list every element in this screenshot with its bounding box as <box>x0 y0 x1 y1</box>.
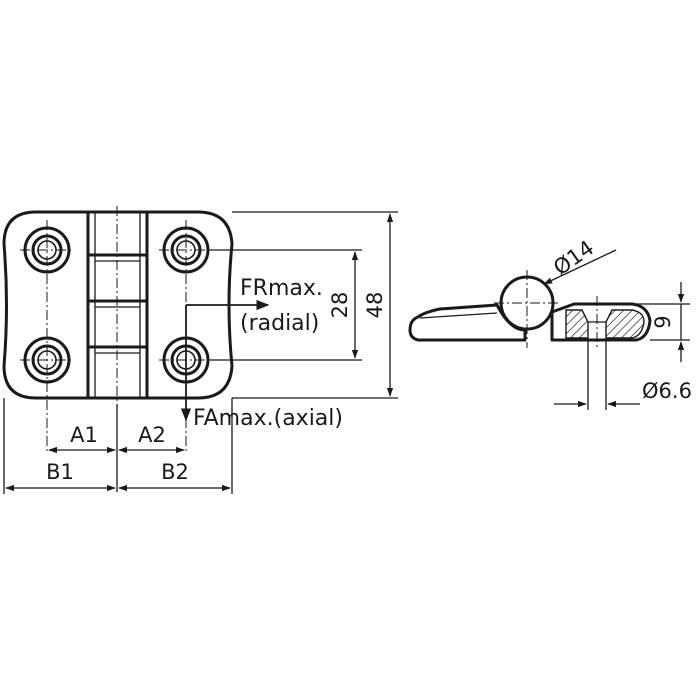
side-right-leaf <box>550 302 652 342</box>
dimension-9-label: 9 <box>651 315 675 328</box>
hinge-side-view <box>408 270 652 350</box>
dimension-a1-label: A1 <box>70 423 98 447</box>
dimension-28-label: 28 <box>328 292 352 319</box>
side-right-leaf-hatch-right <box>605 309 645 339</box>
dimension-a1-a2 <box>48 404 185 492</box>
dimension-d14 <box>543 249 617 285</box>
dimension-b2-label: B2 <box>161 460 189 484</box>
dimension-48 <box>232 211 398 399</box>
axial-force-label: FAmax.(axial) <box>193 406 343 431</box>
radial-force-label-line2: (radial) <box>240 311 319 336</box>
hinge-front-view <box>2 206 234 452</box>
hinge-outline <box>2 210 234 400</box>
dimension-d66-label: Ø6.6 <box>642 379 692 403</box>
dimension-b1-label: B1 <box>46 460 74 484</box>
dimension-b1-b2 <box>3 398 233 494</box>
side-right-leaf-hatch-left <box>565 309 589 339</box>
dimension-d14-label: Ø14 <box>549 236 598 280</box>
dimension-28 <box>210 249 362 361</box>
dimension-9 <box>634 282 690 362</box>
dimension-a2-label: A2 <box>138 423 166 447</box>
side-left-leaf <box>408 303 527 342</box>
radial-force-label-line1: FRmax. <box>240 276 323 301</box>
dimension-48-label: 48 <box>363 292 387 319</box>
dimension-d66 <box>554 340 640 410</box>
